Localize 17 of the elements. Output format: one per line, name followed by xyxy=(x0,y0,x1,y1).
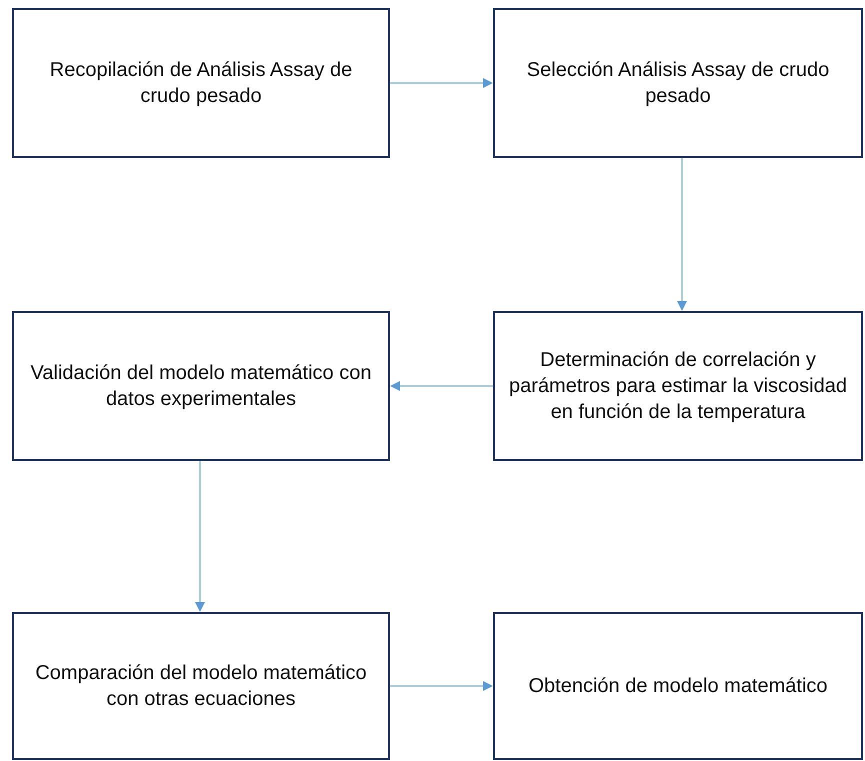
arrow xyxy=(390,681,493,691)
box-text: Selección Análisis Assay de crudo pesado xyxy=(526,58,830,109)
box-text: Validación del modelo matemático con datos experimentales xyxy=(30,361,372,412)
process-box xyxy=(493,311,863,461)
arrow xyxy=(390,381,494,391)
box-text: Comparación del modelo matemático con otras ecuaciones xyxy=(34,661,368,712)
box-text: Recopilación de Análisis Assay de crudo pesado xyxy=(48,58,354,109)
box-text: Obtención de modelo matemático xyxy=(528,674,828,699)
arrow xyxy=(390,78,493,88)
arrow xyxy=(677,158,687,311)
arrow xyxy=(195,460,205,612)
process-box xyxy=(493,612,863,760)
process-box xyxy=(12,612,390,760)
process-box xyxy=(12,311,390,461)
process-box xyxy=(493,8,863,158)
box-text: Determinación de correlación y parámetros para estimar la viscosidad en función de la temperatura xyxy=(508,348,848,425)
process-box xyxy=(12,8,390,158)
